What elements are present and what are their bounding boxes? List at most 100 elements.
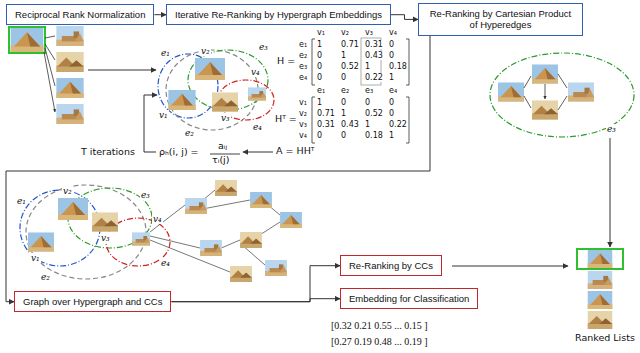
matrix-entry: 1: [364, 62, 371, 71]
hypergraph-bottom: [20, 180, 302, 282]
process-box: Re-Ranking by Cartesian Product of Hyper…: [418, 3, 583, 36]
process-box: Iterative Re-Ranking by Hypergraph Embed…: [166, 4, 391, 25]
node-image: [230, 266, 252, 282]
graph-links: [150, 190, 280, 272]
result-image: [588, 311, 613, 329]
annotation: T iterations: [80, 147, 136, 158]
graph-label: e₃: [258, 42, 269, 52]
hypergraph-top: [158, 50, 274, 130]
matrix-entry: v₄: [298, 131, 308, 140]
vertex-image: [532, 100, 558, 119]
query-images: [9, 26, 156, 124]
box-label: Graph over Hypergraph and CCs: [23, 296, 162, 307]
matrix-entry: 0: [388, 51, 395, 60]
vertex-image: [568, 82, 594, 101]
annotation: A = HHᵀ: [275, 146, 315, 157]
vertex-image: [532, 64, 558, 83]
annotation: Ranked Lists: [574, 333, 636, 344]
vertex-image: [28, 232, 54, 251]
matrix-entry: v₂: [340, 28, 350, 37]
loop-arrow: [144, 95, 157, 152]
vertex-image: [212, 92, 238, 111]
graph-label: e₁: [16, 196, 27, 206]
matrix-entry: 0.71: [316, 109, 336, 118]
matrix-entry: 1: [316, 98, 323, 107]
loop-arrow: [243, 152, 273, 153]
flow-arrow: [452, 266, 568, 267]
vertex-image: [132, 232, 150, 245]
photo: [56, 78, 83, 98]
graph-label: v₄: [152, 214, 163, 224]
graph-label: e₂: [184, 128, 195, 138]
matrix-entry: v₂: [298, 109, 308, 118]
ranked-lists: [577, 249, 623, 329]
graph-label: e₃: [606, 124, 617, 134]
process-box: Embedding for Classification: [340, 288, 478, 309]
result-image: [588, 271, 613, 289]
matrix-brackets: [312, 38, 409, 143]
vertex-image: [498, 82, 524, 101]
process-box: Reciprocal Rank Normalization: [6, 4, 154, 25]
matrix-entry: 0: [316, 62, 323, 71]
matrix-entry: e₂: [298, 51, 308, 60]
annotation: τᵢ(j): [211, 155, 230, 166]
process-box: Re-Ranking by CCs: [340, 255, 442, 276]
graph-label: e₂: [40, 272, 51, 282]
photo: [56, 104, 83, 124]
graph-label: v₃: [220, 113, 231, 123]
query-frame: [577, 249, 623, 269]
bracket: [312, 39, 409, 85]
matrix-entry: 0: [388, 40, 395, 49]
annotation: aᵢⱼ: [217, 141, 228, 152]
matrix-entry: 0.31: [364, 40, 384, 49]
annotation: ρₕ(i, j) =: [158, 147, 200, 158]
matrix-entry: 0.31: [316, 120, 336, 129]
matrix-entry: 0.52: [364, 109, 384, 118]
annotation: Hᵀ =: [274, 114, 298, 125]
node-image: [185, 198, 207, 214]
box-label: Re-Ranking by CCs: [349, 260, 433, 271]
matrix-entry: 0.43: [340, 120, 360, 129]
graph-label: v₁: [158, 110, 169, 120]
matrix-entry: 0: [388, 109, 395, 118]
product-arrows: [524, 74, 567, 110]
cartesian-hyperedge: [490, 53, 634, 247]
node-image: [280, 212, 302, 228]
matrix-entry: 0.22: [364, 73, 384, 82]
vertex-image: [168, 90, 195, 110]
graph-label: v₂: [200, 46, 211, 56]
hyperedge: [20, 190, 100, 266]
graph-label: e₁: [160, 48, 171, 58]
matrix-entry: 0: [340, 73, 347, 82]
graph-label: v₁: [30, 253, 41, 263]
node-image: [200, 240, 222, 256]
matrix-entry: 1: [388, 73, 395, 82]
matrix-entry: v₃: [364, 28, 374, 37]
vertex-image: [92, 212, 118, 231]
flow-arrow: [88, 70, 156, 71]
hyperedge: [490, 53, 634, 137]
matrix-entry: 0.18: [364, 131, 384, 140]
matrix-entry: 0: [340, 131, 347, 140]
matrix-entry: v₃: [298, 120, 308, 129]
process-box: Graph over Hypergraph and CCs: [14, 291, 171, 312]
matrix-entry: 0.18: [388, 62, 408, 71]
matrix-entry: 0: [316, 131, 323, 140]
matrix-entry: 1: [340, 51, 347, 60]
flow-connector: [171, 299, 340, 302]
flow-arrow: [610, 138, 611, 247]
graph-label: e₃: [140, 190, 151, 200]
matrix-entry: v₁: [298, 98, 308, 107]
matrix-entry: 0.43: [364, 51, 384, 60]
matrix-entry: e₃: [298, 62, 308, 71]
matrix-entry: 0.52: [340, 62, 360, 71]
query-frame: [9, 27, 45, 53]
flow-connector: [154, 14, 166, 15]
box-label: Reciprocal Rank Normalization: [15, 9, 145, 20]
query-image: [11, 28, 44, 52]
flow-connector: [391, 15, 418, 20]
matrix-entry: e₂: [340, 86, 350, 95]
graph-label: v₂: [62, 186, 73, 196]
matrix-entry: 1: [364, 120, 371, 129]
vertex-image: [195, 58, 225, 80]
